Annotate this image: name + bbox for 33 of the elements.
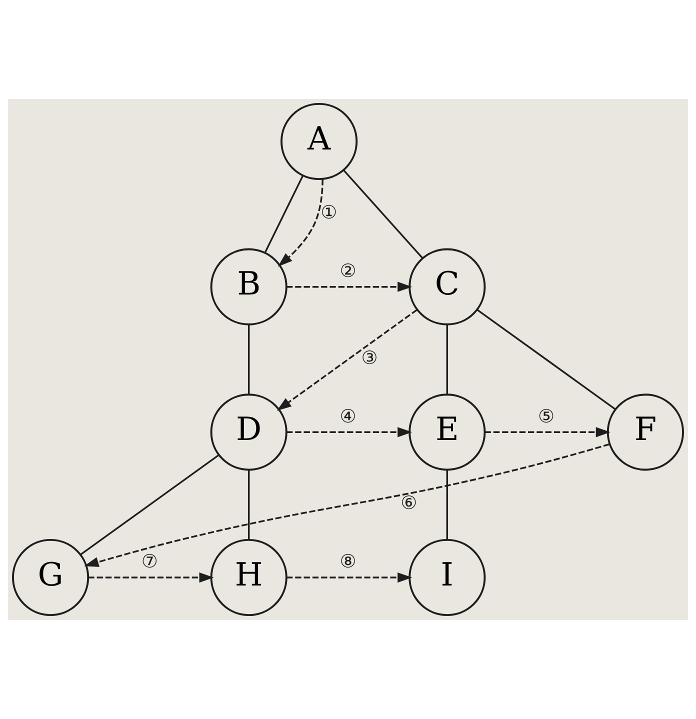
connector (248, 324, 250, 395)
arrow (84, 443, 610, 567)
arrow (286, 427, 412, 438)
arrow (484, 427, 610, 438)
node-circle: B (210, 248, 288, 326)
node-circle: D (210, 394, 288, 471)
connector (248, 470, 250, 540)
node-circle: C (408, 248, 486, 326)
connector (343, 170, 424, 259)
edge-label: ① (320, 202, 338, 224)
connector (264, 175, 304, 253)
arrow (276, 309, 418, 411)
arrow (286, 282, 412, 292)
connector (476, 309, 616, 410)
edge-label: ④ (340, 406, 356, 428)
node-circle: I (408, 538, 486, 616)
edge-label: ⑥ (400, 493, 418, 514)
edge-label: ⑦ (141, 552, 158, 573)
edge-label: ⑧ (340, 552, 356, 573)
connector (446, 324, 448, 395)
node-circle: A (280, 102, 358, 180)
edge-label: ⑤ (538, 406, 555, 428)
node-circle: H (210, 538, 288, 616)
node-circle: E (408, 394, 486, 471)
connector (80, 454, 220, 556)
connector (446, 470, 448, 540)
arrow (286, 572, 412, 583)
node-circle: F (606, 394, 684, 471)
edge-label: ② (340, 260, 356, 282)
edge-label: ③ (361, 348, 378, 369)
arrow (88, 572, 214, 583)
node-circle: G (12, 538, 90, 616)
arrow (278, 179, 324, 267)
